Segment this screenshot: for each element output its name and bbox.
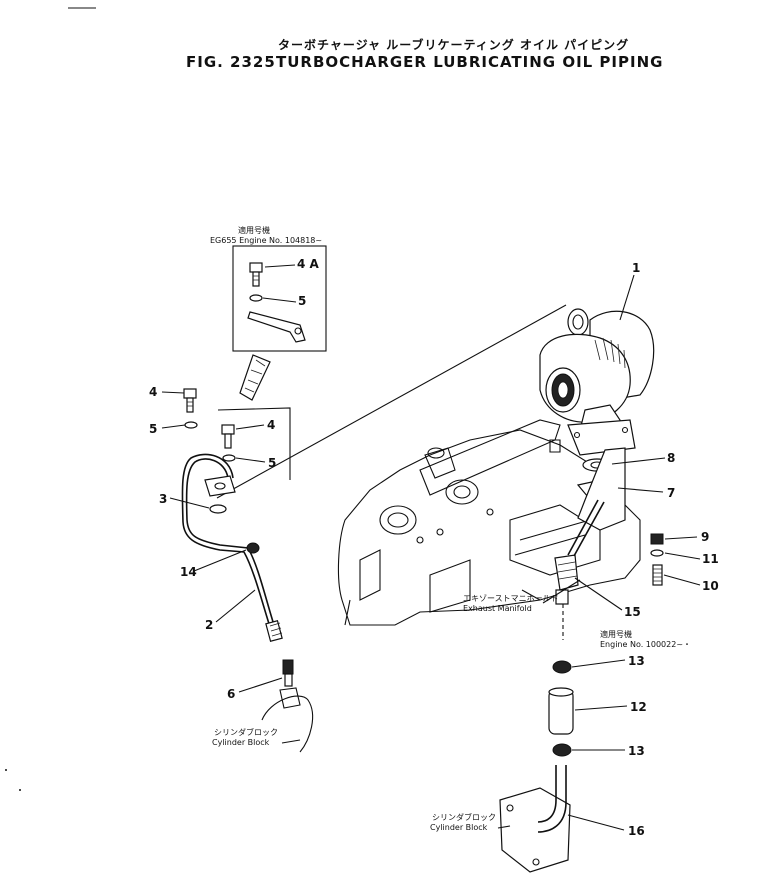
exhaust-manifold-en: Exhaust Manifold	[463, 604, 532, 613]
callout-5-lower-inset: 5	[268, 456, 276, 470]
callout-2: 2	[205, 618, 213, 632]
clamp-13-upper	[552, 660, 572, 674]
turbocharger	[539, 308, 655, 456]
inset-box-upper	[232, 245, 327, 352]
callout-12: 12	[630, 700, 647, 714]
callout-8: 8	[667, 451, 675, 465]
oil-feed-pipe	[181, 453, 294, 687]
title-japanese: ターボチャージャ ルーブリケーティング オイル パイピング	[278, 37, 629, 52]
cylinder-block-en-left: Cylinder Block	[212, 738, 270, 747]
figure-number: FIG. 2325	[186, 53, 276, 71]
turbo-adapter	[577, 447, 626, 531]
callout-4-inset: 4	[267, 418, 275, 432]
callout-7: 7	[667, 486, 675, 500]
callout-9: 9	[701, 530, 709, 544]
bolt-4-left	[183, 388, 197, 413]
callout-5-left: 5	[149, 422, 157, 436]
callout-1: 1	[632, 261, 640, 275]
connector-arrow	[239, 354, 271, 401]
callout-4-left: 4	[149, 385, 157, 399]
callout-11: 11	[702, 552, 719, 566]
hose-12	[548, 687, 574, 735]
callout-15: 15	[624, 605, 641, 619]
cylinder-block-left	[261, 695, 314, 753]
margin-speck	[5, 769, 7, 771]
callout-13-lower: 13	[628, 744, 645, 758]
figure-title: TURBOCHARGER LUBRICATING OIL PIPING	[276, 53, 663, 71]
inset-box-lower	[217, 407, 291, 480]
callout-6: 6	[227, 687, 235, 701]
stud-10	[652, 564, 663, 586]
applicable-label-upper: 適用号機	[238, 225, 270, 235]
clamp-13-lower	[552, 743, 572, 757]
washer-11	[650, 549, 664, 557]
cylinder-block-jp-right: シリンダブロック	[432, 812, 496, 822]
callout-4a: 4 A	[297, 257, 320, 271]
margin-speck	[19, 789, 21, 791]
engine-block	[337, 419, 641, 626]
callout-leaders	[161, 264, 701, 831]
applicable-label-lower: 適用号機	[600, 629, 632, 639]
callout-14: 14	[180, 565, 197, 579]
engine-range-upper: EG655 Engine No. 104818~	[210, 236, 322, 245]
cylinder-block-jp-left: シリンダブロック	[214, 727, 278, 737]
callout-5-upper-inset: 5	[298, 294, 306, 308]
washer-5-left	[184, 421, 198, 429]
nut-9	[650, 533, 664, 545]
engine-range-lower: Engine No. 100022~・	[600, 640, 691, 649]
cylinder-block-en-right: Cylinder Block	[430, 823, 488, 832]
elbow-16	[499, 765, 571, 873]
exhaust-manifold-jp: エキゾーストマニホールド	[463, 594, 559, 603]
leader-turbo-to-pipe	[216, 304, 567, 499]
callout-3: 3	[159, 492, 167, 506]
callout-16: 16	[628, 824, 645, 838]
callout-10: 10	[702, 579, 719, 593]
callout-13-upper: 13	[628, 654, 645, 668]
